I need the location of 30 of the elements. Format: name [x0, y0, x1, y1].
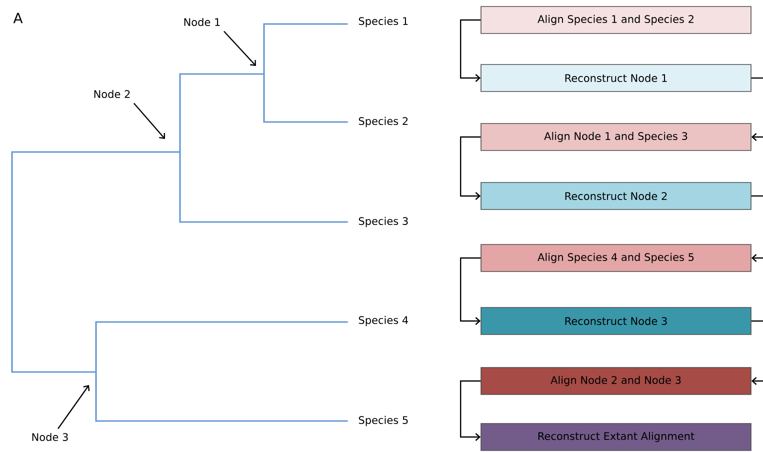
output-line	[751, 195, 763, 197]
step-box: Align Species 4 and Species 5	[480, 244, 752, 272]
step-box: Align Node 2 and Node 3	[480, 367, 752, 395]
connector-arrow	[460, 19, 481, 82]
input-arrow	[751, 133, 763, 141]
species-label: Species 1	[358, 16, 408, 28]
step-box: Reconstruct Extant Alignment	[480, 423, 752, 451]
node-label: Node 1	[184, 18, 220, 26]
panel-letter: A	[13, 12, 23, 24]
node-label: Node 3	[32, 432, 68, 442]
step-box: Reconstruct Node 1	[480, 64, 752, 92]
step-box: Reconstruct Node 2	[480, 182, 752, 210]
pointer-arrow	[58, 385, 90, 430]
connector-arrow	[460, 136, 481, 200]
species-label: Species 4	[358, 316, 408, 326]
pointer-arrow	[223, 30, 256, 66]
connector-arrow	[460, 257, 481, 325]
input-arrow	[751, 254, 763, 262]
node-label: Node 2	[94, 90, 130, 98]
input-arrow	[751, 377, 763, 385]
species-label: Species 3	[358, 216, 408, 228]
output-line	[751, 77, 763, 79]
step-box: Align Node 1 and Species 3	[480, 123, 752, 151]
step-box: Align Species 1 and Species 2	[480, 6, 752, 34]
species-label: Species 5	[358, 416, 408, 426]
step-box: Reconstruct Node 3	[480, 307, 752, 335]
connector-arrow	[460, 380, 481, 441]
species-label: Species 2	[358, 116, 408, 128]
pointer-arrow	[133, 102, 166, 139]
output-line	[751, 320, 763, 322]
